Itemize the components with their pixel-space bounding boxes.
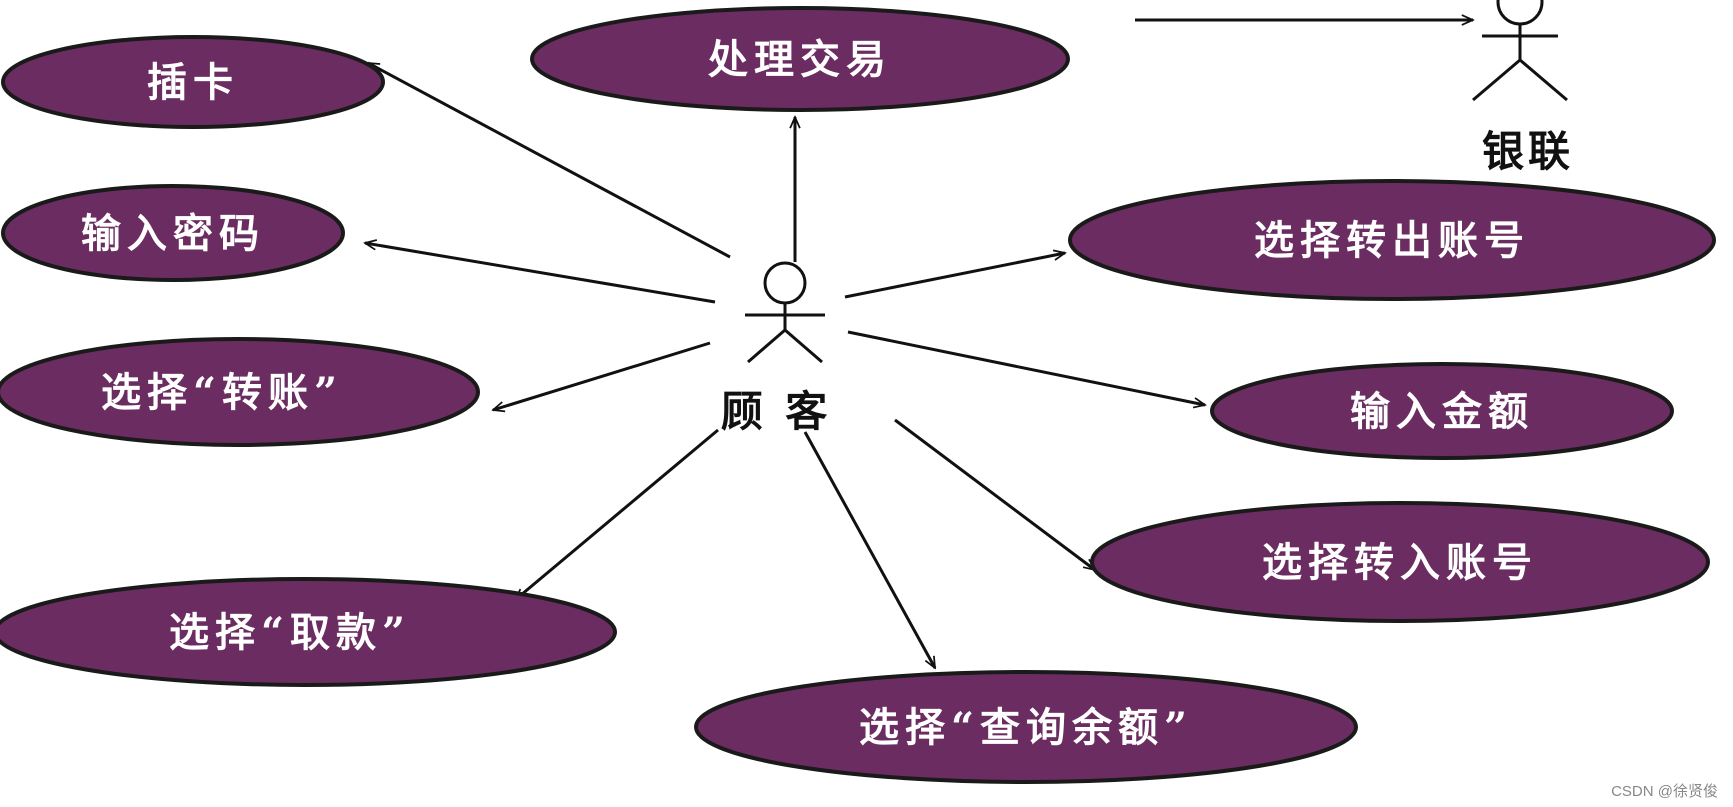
actor-bank-label: 银联 [1482, 127, 1574, 176]
use-case-label: 输入金额 [1350, 388, 1534, 435]
actor-customer[interactable] [745, 261, 825, 364]
use-case-label: 输入密码 [81, 210, 265, 257]
use-case-label: 处理交易 [708, 36, 892, 83]
use-case-enter-amount[interactable]: 输入金额 [1210, 362, 1674, 460]
use-case-enter-password[interactable]: 输入密码 [1, 184, 345, 282]
use-case-select-from-account[interactable]: 选择转出账号 [1068, 179, 1716, 301]
use-case-select-balance[interactable]: 选择“查询余额” [694, 670, 1358, 784]
line-insert-card [368, 61, 731, 259]
line-select-from-account [844, 253, 1065, 299]
actor-bank[interactable] [1472, 0, 1568, 102]
use-case-label: 选择转入账号 [1262, 539, 1538, 586]
use-case-select-transfer[interactable]: 选择“转账” [0, 337, 480, 447]
line-enter-amount [847, 330, 1205, 405]
use-case-process-transaction[interactable]: 处理交易 [530, 6, 1070, 112]
line-select-transfer [493, 341, 711, 410]
line-enter-password [365, 243, 716, 304]
line-select-balance [803, 431, 937, 668]
use-case-label: 选择“查询余额” [859, 704, 1193, 751]
use-case-label: 选择转出账号 [1254, 217, 1530, 264]
use-case-label: 插卡 [147, 59, 239, 106]
use-case-label: 选择“取款” [169, 609, 411, 656]
actor-head [1496, 0, 1544, 26]
use-case-select-withdraw[interactable]: 选择“取款” [0, 577, 617, 687]
watermark-text: CSDN @徐贤俊 [1611, 783, 1718, 800]
actor-head [763, 261, 807, 305]
line-select-to-account [894, 418, 1095, 570]
use-case-label: 选择“转账” [101, 369, 343, 416]
actor-customer-label: 顾 客 [721, 387, 832, 436]
use-cases: 插卡 处理交易 输入密码 选择转出账号 选择“转账” 输入金额 选择转入账号 [0, 6, 1716, 784]
use-case-insert-card[interactable]: 插卡 [1, 35, 385, 129]
use-case-select-to-account[interactable]: 选择转入账号 [1090, 501, 1710, 623]
association-lines [365, 20, 1473, 668]
line-select-withdraw [515, 428, 719, 600]
